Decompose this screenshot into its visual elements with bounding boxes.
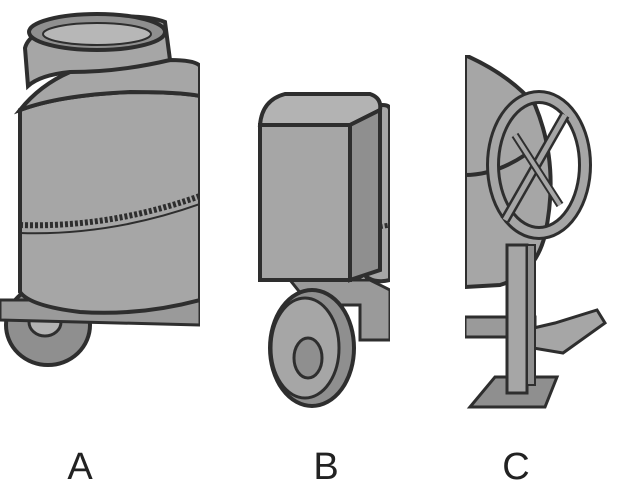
panel-label-a: A (67, 446, 93, 488)
drum-shoulder-a (13, 57, 200, 115)
mixer-fragment-b (250, 80, 390, 420)
handle-c (523, 308, 608, 355)
steering-wheel-c (486, 90, 592, 240)
motor-housing-side (348, 106, 382, 283)
panel-label-c: C (502, 446, 530, 488)
motor-housing-top (257, 92, 383, 127)
wheel-b (268, 288, 356, 408)
stand-post-c (505, 243, 529, 395)
mixer-fragment-c (465, 55, 615, 420)
drum-gear-ring-a (19, 193, 200, 229)
motor-housing-front (258, 123, 352, 282)
mixer-fragment-a (0, 0, 200, 400)
panel-label-b: B (313, 446, 339, 488)
